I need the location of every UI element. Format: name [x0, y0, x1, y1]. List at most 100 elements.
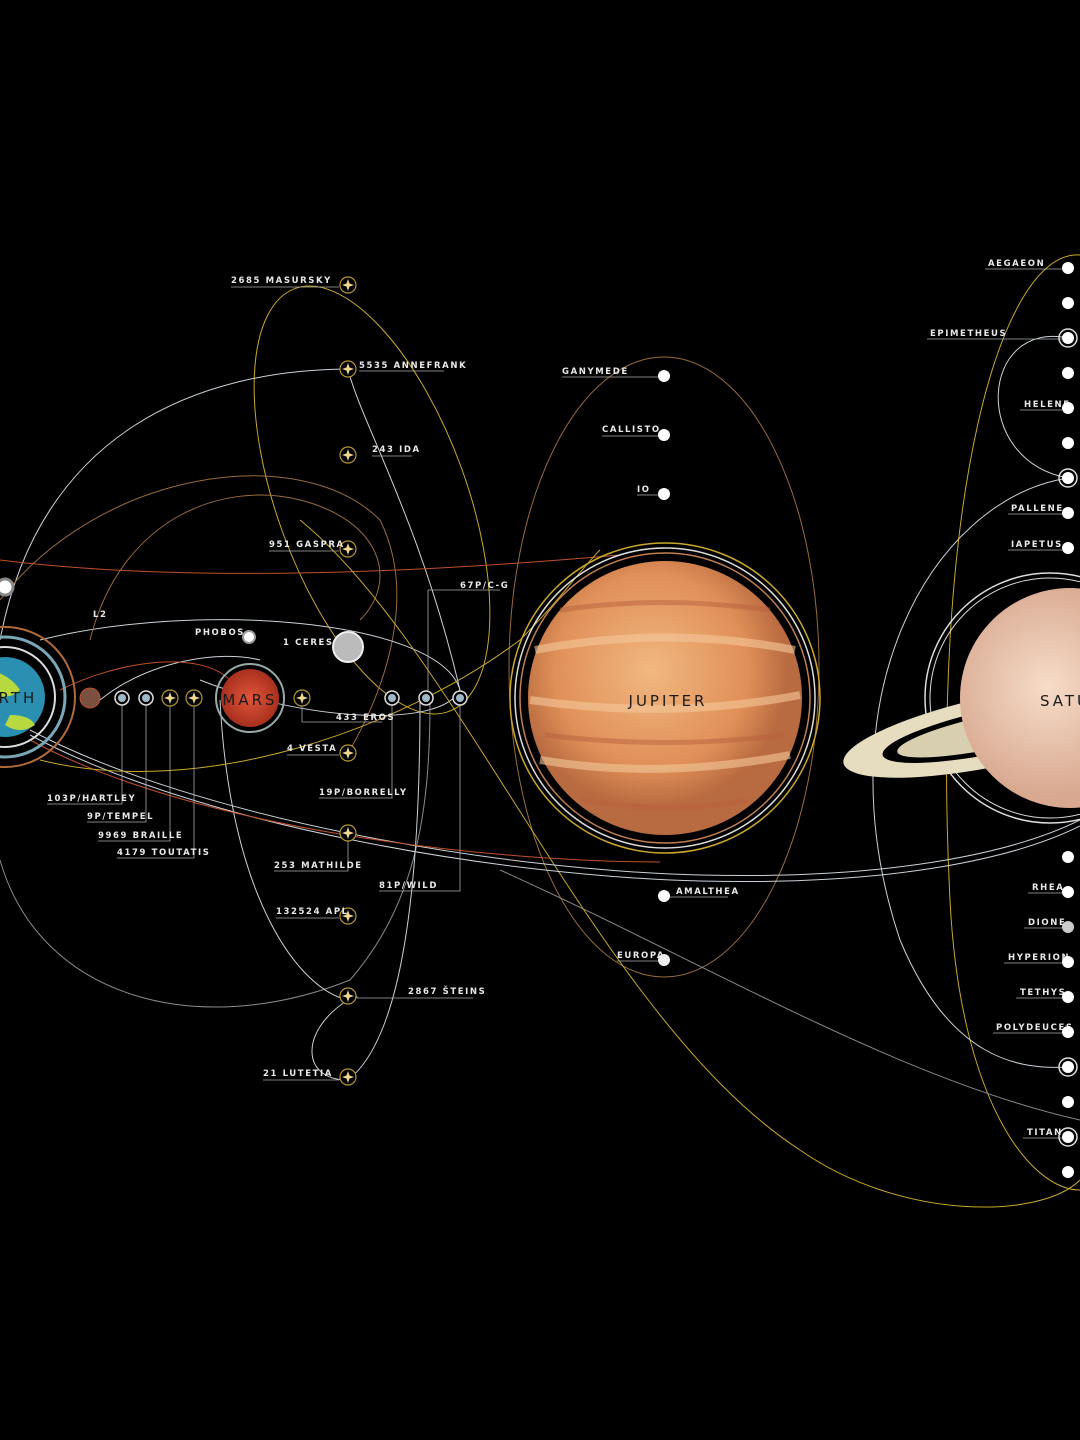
gaspra-node[interactable]	[339, 540, 357, 558]
lutetia-label: 21 LUTETIA	[263, 1069, 333, 1079]
io-node[interactable]	[658, 488, 670, 500]
braille-node[interactable]	[161, 689, 179, 707]
saturn-moon-node[interactable]	[1062, 507, 1074, 519]
pallene-label: PALLENE	[1011, 504, 1064, 514]
braille-label: 9969 BRAILLE	[98, 831, 183, 841]
saturn-moon-node[interactable]	[1062, 367, 1074, 379]
saturn-moon-ring	[1058, 1057, 1078, 1077]
borrelly-label: 19P/BORRELLY	[319, 788, 408, 798]
polydeuces-label: POLYDEUCES	[996, 1023, 1074, 1033]
saturn-moon-node[interactable]	[1062, 991, 1074, 1003]
saturn-moon-node[interactable]	[1062, 1061, 1074, 1073]
saturn-moon-ring	[1058, 468, 1078, 488]
saturn-moon-node[interactable]	[1062, 262, 1074, 274]
apl-node[interactable]	[339, 907, 357, 925]
saturn-moon-nodes	[1058, 262, 1078, 1178]
jupiter-moons: GANYMEDE CALLISTO IO AMALTHEA EUROPA	[562, 367, 740, 966]
asteroid-star-icon	[342, 363, 354, 375]
steins-node[interactable]	[339, 987, 357, 1005]
comet-icon	[388, 694, 396, 702]
ida-node[interactable]	[339, 446, 357, 464]
comet-icon	[422, 694, 430, 702]
annefrank-label: 5535 ANNEFRANK	[359, 361, 467, 371]
saturn-moon-node[interactable]	[1062, 332, 1074, 344]
trajectories	[0, 254, 1080, 1208]
saturn-moon-node[interactable]	[1062, 1026, 1074, 1038]
europa-node[interactable]	[658, 954, 670, 966]
hyperion-label: HYPERION	[1008, 953, 1070, 963]
saturn-moons: AEGAEON EPIMETHEUS HELENE PALLENE IAPETU…	[927, 259, 1074, 1139]
tempel-node[interactable]	[138, 690, 154, 706]
l2-label: L2	[93, 610, 108, 620]
dione-label: DIONE	[1028, 918, 1066, 928]
eros-node[interactable]	[293, 689, 311, 707]
cg-node[interactable]	[418, 690, 434, 706]
titan-label: TITAN	[1027, 1128, 1063, 1138]
saturn-moon-node[interactable]	[1062, 921, 1074, 933]
amalthea-node[interactable]	[658, 890, 670, 902]
saturn-moon-node[interactable]	[1062, 1166, 1074, 1178]
masursky-label: 2685 MASURSKY	[231, 276, 332, 286]
toutatis-label: 4179 TOUTATIS	[117, 848, 210, 858]
saturn-moon-node[interactable]	[1062, 886, 1074, 898]
jupiter[interactable]: JUPITER	[509, 542, 821, 854]
borrelly-node[interactable]	[384, 690, 400, 706]
steins-label: 2867 ŠTEINS	[408, 985, 486, 997]
mathilde-label: 253 MATHILDE	[274, 861, 363, 871]
amalthea-label: AMALTHEA	[676, 887, 740, 897]
earth-moon[interactable]	[0, 577, 15, 597]
ceres-node[interactable]	[332, 631, 364, 663]
saturn-moon-node[interactable]	[1062, 472, 1074, 484]
saturn-moon-node[interactable]	[1062, 1131, 1074, 1143]
saturn-moon-node[interactable]	[1062, 297, 1074, 309]
epimetheus-label: EPIMETHEUS	[930, 329, 1007, 339]
apl-label: 132524 APL	[276, 907, 349, 917]
asteroid-star-icon	[342, 990, 354, 1002]
phobos-node[interactable]	[242, 630, 256, 644]
hartley-node[interactable]	[114, 690, 130, 706]
l2-point[interactable]	[79, 687, 101, 709]
rhea-label: RHEA	[1032, 883, 1064, 893]
ganymede-label: GANYMEDE	[562, 367, 629, 377]
eros-label: 433 EROS	[336, 713, 395, 723]
annefrank-node[interactable]	[339, 360, 357, 378]
io-label: IO	[637, 485, 651, 495]
callisto-label: CALLISTO	[602, 425, 661, 435]
asteroid-star-icon	[342, 543, 354, 555]
europa-label: EUROPA	[617, 951, 665, 961]
saturn-moon-node[interactable]	[1062, 402, 1074, 414]
masursky-node[interactable]	[339, 276, 357, 294]
ganymede-node[interactable]	[658, 370, 670, 382]
wild-node[interactable]	[452, 690, 468, 706]
saturn[interactable]: SATURN	[836, 572, 1080, 824]
asteroid-star-icon	[188, 692, 200, 704]
asteroid-star-icon	[342, 449, 354, 461]
earth[interactable]: EARTH	[0, 626, 76, 768]
lutetia-node[interactable]	[339, 1068, 357, 1086]
vesta-node[interactable]	[339, 744, 357, 762]
mars-label: MARS	[222, 691, 277, 709]
saturn-label: SATURN	[1040, 692, 1080, 710]
gaspra-label: 951 GASPRA	[269, 540, 345, 550]
saturn-moon-node[interactable]	[1062, 542, 1074, 554]
wild-label: 81P/WILD	[379, 881, 438, 891]
small-body-nodes	[114, 276, 468, 1086]
saturn-moon-node[interactable]	[1062, 956, 1074, 968]
saturn-moon-node[interactable]	[1062, 851, 1074, 863]
ida-label: 243 IDA	[372, 445, 421, 455]
vesta-label: 4 VESTA	[287, 744, 337, 754]
saturn-moon-node[interactable]	[1062, 1096, 1074, 1108]
mars[interactable]: MARS	[215, 663, 285, 733]
mathilde-node[interactable]	[339, 824, 357, 842]
earth-label: EARTH	[0, 689, 37, 707]
asteroid-star-icon	[296, 692, 308, 704]
comet-icon	[456, 694, 464, 702]
asteroid-star-icon	[342, 910, 354, 922]
label-leaders	[47, 286, 500, 1081]
iapetus-label: IAPETUS	[1011, 540, 1063, 550]
toutatis-node[interactable]	[185, 689, 203, 707]
callisto-node[interactable]	[658, 429, 670, 441]
saturn-moon-node[interactable]	[1062, 437, 1074, 449]
jupiter-label: JUPITER	[628, 692, 708, 710]
